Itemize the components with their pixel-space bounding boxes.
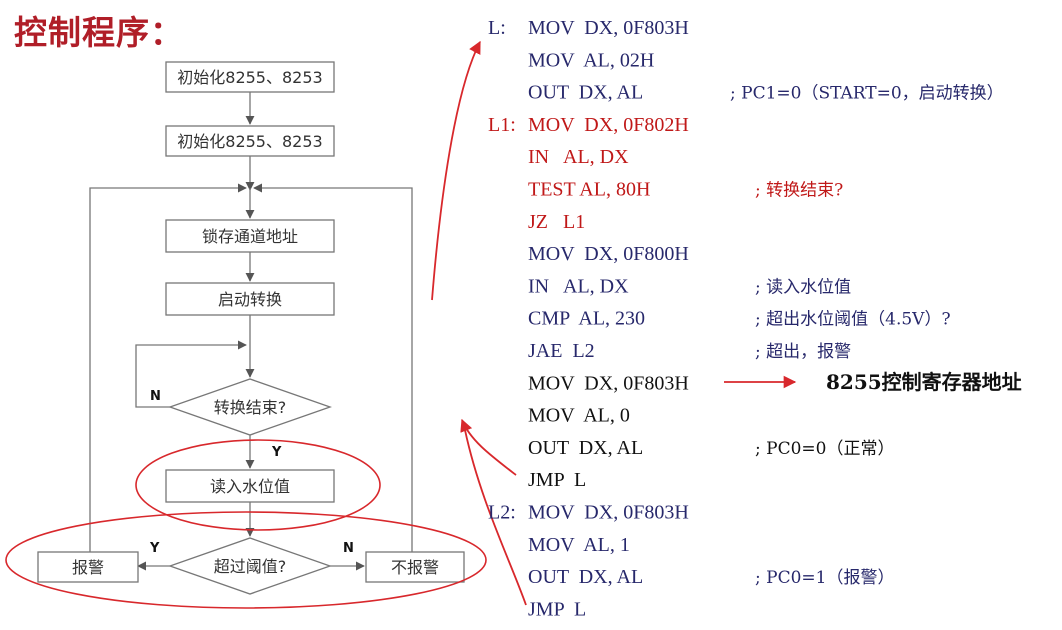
code-comment-17: ; PC0=1（报警） <box>755 568 894 588</box>
code-line-18: JMP L <box>528 598 586 620</box>
code-line-7: MOV DX, 0F800H <box>528 243 689 265</box>
alarm-box <box>37 551 139 583</box>
code-comment-13: ; PC0=0（正常） <box>755 439 894 459</box>
init-box-2-label: 初始化8255、8253 <box>177 132 322 151</box>
decision-exceed-label: 超过阈值? <box>214 557 287 576</box>
label-y2: Y <box>149 541 160 556</box>
label-y1: Y <box>271 445 282 460</box>
code-line-6: JZ L1 <box>528 211 585 233</box>
no-alarm-box <box>365 551 465 583</box>
code-comment-5: ; 转换结束? <box>755 181 843 201</box>
code-comment-2: ; PC1=0（START=0，启动转换） <box>730 84 1004 104</box>
label-n2: N <box>343 541 354 556</box>
flowchart: 初始化8255、8253 初始化8255、8253 锁存通道地址 启动转换 N <box>5 61 487 609</box>
decision-exceed <box>168 537 332 595</box>
init-box-1-label: 初始化8255、8253 <box>177 68 322 87</box>
code-label-15: L2: <box>488 502 516 524</box>
code-line-10: JAE L2 <box>528 340 595 362</box>
code-line-4: IN AL, DX <box>528 146 629 168</box>
red-arrow-jmp1 <box>460 418 517 476</box>
latch-box-label: 锁存通道地址 <box>202 227 298 246</box>
code-line-8: IN AL, DX <box>528 275 629 297</box>
code-line-14: JMP L <box>528 469 586 491</box>
code-listing: L: MOV DX, 0F803H MOV AL, 02H OUT DX, AL ; P… <box>488 17 1004 620</box>
code-line-5: TEST AL, 80H <box>528 179 650 201</box>
code-line-2: OUT DX, AL <box>528 82 643 104</box>
read-box-label: 读入水位值 <box>210 477 290 496</box>
code-line-16: MOV AL, 1 <box>528 534 630 556</box>
no-alarm-box-label: 不报警 <box>391 558 439 577</box>
red-arrow-to-L <box>431 40 481 301</box>
code-line-3: MOV DX, 0F802H <box>528 114 689 136</box>
code-comment-9: ; 超出水位阈值（4.5V）? <box>755 310 951 330</box>
start-box-label: 启动转换 <box>218 290 282 309</box>
code-line-17: OUT DX, AL <box>528 566 643 588</box>
slide-title: 控制程序： <box>14 13 184 52</box>
code-label-3: L1: <box>488 114 516 136</box>
code-line-0: MOV DX, 0F803H <box>528 17 689 39</box>
code-line-11: MOV DX, 0F803H <box>528 372 689 394</box>
latch-box <box>165 219 335 253</box>
red-arrow-jmp2 <box>464 429 527 606</box>
loop-n1 <box>135 340 247 408</box>
loop-left <box>89 183 247 556</box>
highlight-ellipse-exceed <box>5 511 487 609</box>
code-label-0: L: <box>488 17 506 39</box>
read-box <box>165 469 335 503</box>
code-comment-8: ; 读入水位值 <box>755 277 851 297</box>
init-box-1 <box>165 61 335 93</box>
code-line-12: MOV AL, 0 <box>528 405 630 427</box>
code-line-13: OUT DX, AL <box>528 437 643 459</box>
annotation-label: 8255控制寄存器地址 <box>826 370 1022 394</box>
decision-end-label: 转换结束? <box>214 398 287 417</box>
highlight-ellipse-read <box>135 439 381 531</box>
loop-right <box>253 183 413 552</box>
alarm-box-label: 报警 <box>72 558 104 577</box>
label-n1: N <box>150 389 161 404</box>
code-line-9: CMP AL, 230 <box>528 308 645 330</box>
code-line-15: MOV DX, 0F803H <box>528 502 689 524</box>
code-comment-10: ; 超出，报警 <box>755 342 851 362</box>
code-line-1: MOV AL, 02H <box>528 49 654 71</box>
